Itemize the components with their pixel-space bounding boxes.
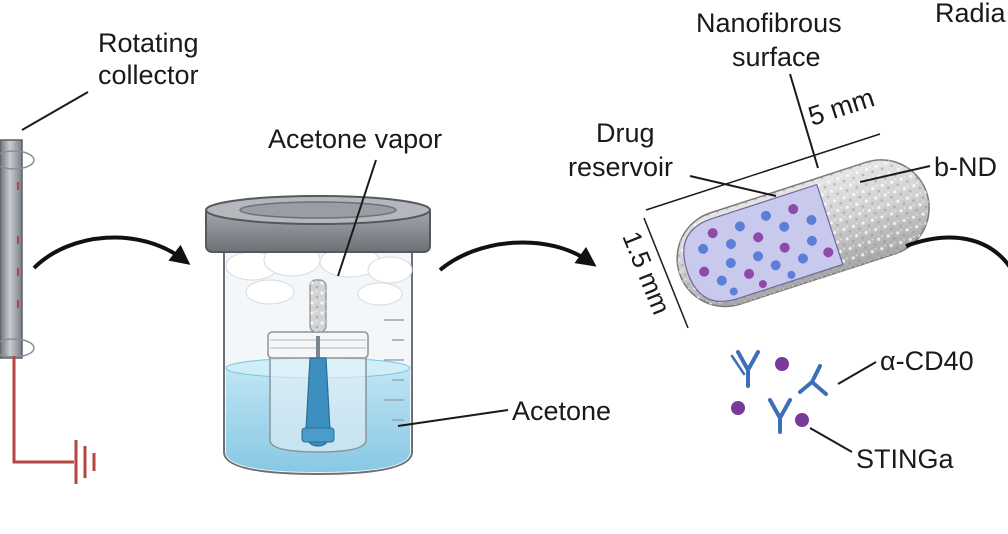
rotating-collector [0,139,35,359]
ground-circuit [12,356,96,484]
collector-rod [0,139,23,359]
nanofibrous-leader-line [789,73,819,169]
acetone-vapor-label: Acetone vapor [268,124,442,154]
needle-hub [301,336,335,447]
drug-particles [698,204,834,296]
length-dimension-line [645,133,881,211]
drug-reservoir-label: Drug reservoir [568,118,673,182]
nanofibrous-surface-label: Nanofibrous surface [696,8,849,72]
acetone-leader-line [397,409,509,427]
glass-jar [205,195,431,476]
anti-cd40-label: α-CD40 [880,346,974,376]
b-nd-leader-line [859,165,931,183]
cylindrical-implant [676,159,930,308]
radiation-label-cropped: Radia [935,0,1007,28]
anti-cd40-leader-line [837,361,877,385]
diameter-label: 1.5 mm [616,227,676,319]
ground-symbol [74,440,96,484]
collector-ring-top [0,150,35,170]
length-label: 5 mm [805,82,878,131]
acetone-vapor-leader-line [337,159,377,277]
stinga-dot-icon [731,357,809,427]
process-arrow-3 [905,235,1008,268]
vapor-cloud [225,243,413,306]
diameter-dimension-line [643,217,689,329]
stinga-leader-line [809,427,853,453]
rotating-collector-label: Rotating collector [98,28,206,90]
collector-leader-line [21,91,89,131]
process-arrow-1 [32,235,191,270]
jar-graduations [384,319,404,421]
antibody-icon [730,350,828,434]
acetone-label: Acetone [512,396,611,426]
b-nd-label-cropped: b-ND [934,152,997,182]
drug-reservoir-leader-line [689,175,777,197]
stinga-label: STINGa [856,444,955,474]
drug-reservoir-cutaway [683,183,844,302]
process-arrow-2 [438,240,597,272]
